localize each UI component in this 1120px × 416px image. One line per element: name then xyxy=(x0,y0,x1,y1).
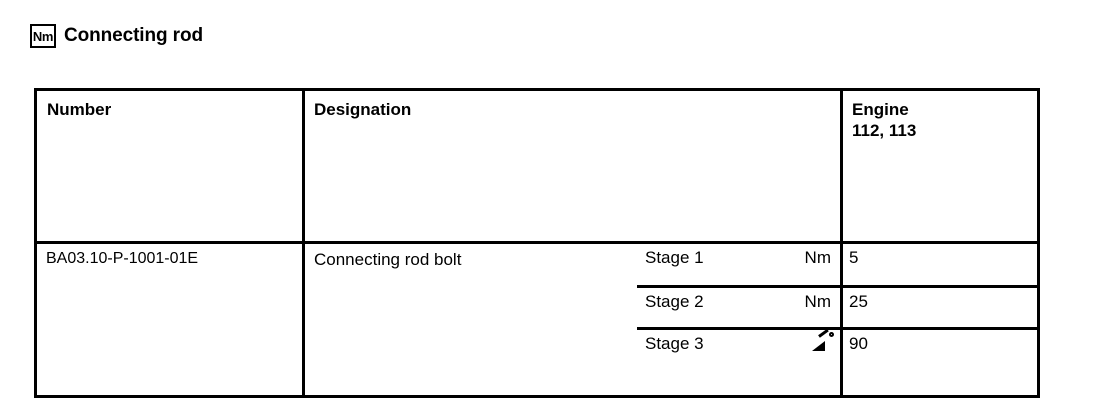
column-header-designation: Designation xyxy=(314,100,412,119)
cell-part-number: BA03.10-P-1001-01E xyxy=(46,250,199,267)
page-title: Connecting rod xyxy=(64,25,203,46)
stage-unit: Nm xyxy=(804,248,831,267)
cell-designation: Connecting rod bolt xyxy=(314,250,462,269)
stage-row: Stage 3 xyxy=(645,328,840,372)
column-header-engine-line2: 112, 113 xyxy=(852,121,917,141)
stage-value: 5 xyxy=(849,248,859,267)
stage-value: 25 xyxy=(849,292,868,311)
stage-unit: Nm xyxy=(804,292,831,311)
column-header-engine: Engine 112, 113 xyxy=(852,99,916,142)
stage-divider-1 xyxy=(637,285,1037,288)
column-header-number: Number xyxy=(47,100,112,119)
stage-label: Stage 1 xyxy=(645,248,704,267)
page-title-block: Nm Connecting rod xyxy=(30,24,203,48)
stage-unit xyxy=(812,328,840,357)
stage-label: Stage 2 xyxy=(645,292,704,311)
stage-value: 90 xyxy=(849,334,868,353)
torque-angle-icon xyxy=(812,328,834,352)
stage-row: Stage 2 Nm xyxy=(645,288,840,330)
stage-row: Stage 1 Nm xyxy=(645,244,840,286)
header-row-divider xyxy=(37,241,1037,244)
torque-specification-table: Number Designation Engine 112, 113 BA03.… xyxy=(34,88,1040,398)
torque-nm-badge-icon: Nm xyxy=(30,24,56,48)
stage-label: Stage 3 xyxy=(645,334,704,353)
stage-divider-2 xyxy=(637,327,1037,330)
column-header-engine-line1: Engine xyxy=(852,100,909,119)
